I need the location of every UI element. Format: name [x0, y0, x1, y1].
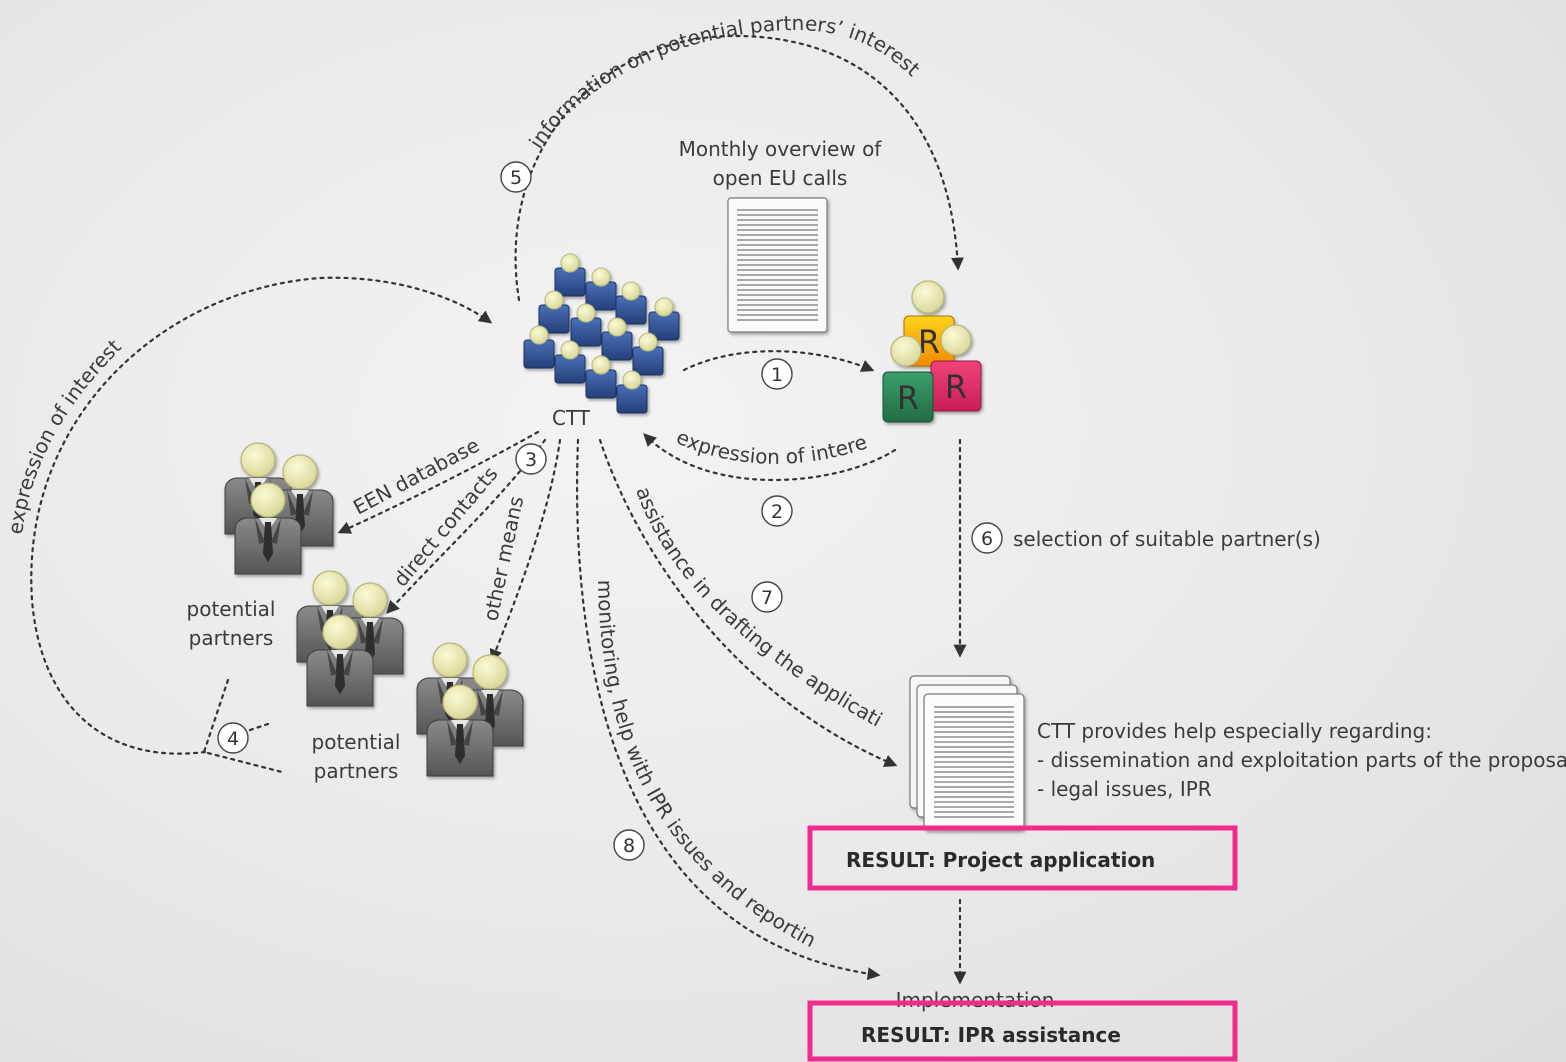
- implementation-label: Implementation: [896, 988, 1055, 1012]
- ctt-help-item-dissemination: - dissemination and exploitation parts o…: [1037, 748, 1566, 772]
- potential-partners-b-line2: partners: [314, 759, 399, 783]
- result-project-application-label: RESULT: Project application: [846, 848, 1155, 872]
- ctt-team-icon: [523, 253, 680, 414]
- monthly-overview-title-line2: open EU calls: [713, 166, 848, 190]
- step-1-marker: 1: [761, 358, 793, 390]
- svg-text:R: R: [897, 379, 919, 417]
- arrow-direct-contacts: [386, 438, 547, 614]
- document-icon: [727, 197, 828, 333]
- step-6-marker: 6: [971, 522, 1003, 554]
- svg-text:2: 2: [771, 501, 783, 523]
- svg-text:R: R: [918, 323, 940, 361]
- result-project-application-box: RESULT: Project application: [807, 825, 1238, 891]
- application-documents-icon: [909, 675, 1025, 831]
- svg-text:R: R: [945, 368, 967, 406]
- svg-text:4: 4: [227, 728, 239, 750]
- label-expression-interest-left: expression of interest: [3, 334, 126, 536]
- step-3-marker: 3: [515, 443, 547, 475]
- arrow-step4-tick: [248, 722, 270, 732]
- researchers-icon: R R R: [882, 280, 982, 423]
- svg-text:8: 8: [623, 835, 635, 857]
- arrow-een-database: [337, 430, 540, 534]
- arrow-assistance-drafting: [598, 438, 898, 767]
- arrow-step1: [682, 350, 875, 372]
- svg-text:6: 6: [981, 528, 993, 550]
- partner-group-3-icon: [416, 642, 524, 777]
- result-ipr-assistance-label: RESULT: IPR assistance: [861, 1023, 1121, 1047]
- ctt-help-title: CTT provides help especially regarding:: [1037, 719, 1432, 743]
- potential-partners-a-line1: potential: [187, 597, 276, 621]
- potential-partners-a-line2: partners: [189, 626, 274, 650]
- ctt-help-item-legal: - legal issues, IPR: [1037, 777, 1212, 801]
- result-ipr-assistance-box: RESULT: IPR assistance: [807, 1000, 1238, 1062]
- arrow-monitoring: [575, 438, 881, 981]
- arrow-info-partners-interest: [514, 34, 964, 302]
- arrow-step2-expression: [643, 433, 897, 481]
- svg-text:5: 5: [510, 167, 522, 189]
- arrow-expression-interest-left: [30, 276, 493, 755]
- svg-text:7: 7: [761, 587, 773, 609]
- potential-partners-b-line1: potential: [312, 730, 401, 754]
- svg-text:1: 1: [771, 364, 783, 386]
- partner-group-1-icon: [224, 442, 334, 575]
- arrow-other-means: [489, 438, 562, 663]
- step-7-marker: 7: [751, 581, 783, 613]
- step-5-marker: 5: [500, 161, 532, 193]
- ctt-label: CTT: [552, 406, 591, 430]
- partner-group-2-icon: [296, 570, 404, 707]
- svg-text:3: 3: [525, 449, 537, 471]
- label-other-means: other means: [478, 494, 528, 623]
- step-4-marker: 4: [217, 722, 249, 754]
- arrow-step4-connector: [202, 678, 284, 774]
- label-info-partners-interest: information on potential partners’ inter…: [524, 11, 925, 153]
- monthly-overview-title-line1: Monthly overview of: [679, 137, 883, 161]
- label-assistance-drafting: assistance in drafting the application: [0, 0, 886, 732]
- step-8-marker: 8: [613, 829, 645, 861]
- label-selection-partners: selection of suitable partner(s): [1013, 527, 1321, 551]
- step-2-marker: 2: [761, 495, 793, 527]
